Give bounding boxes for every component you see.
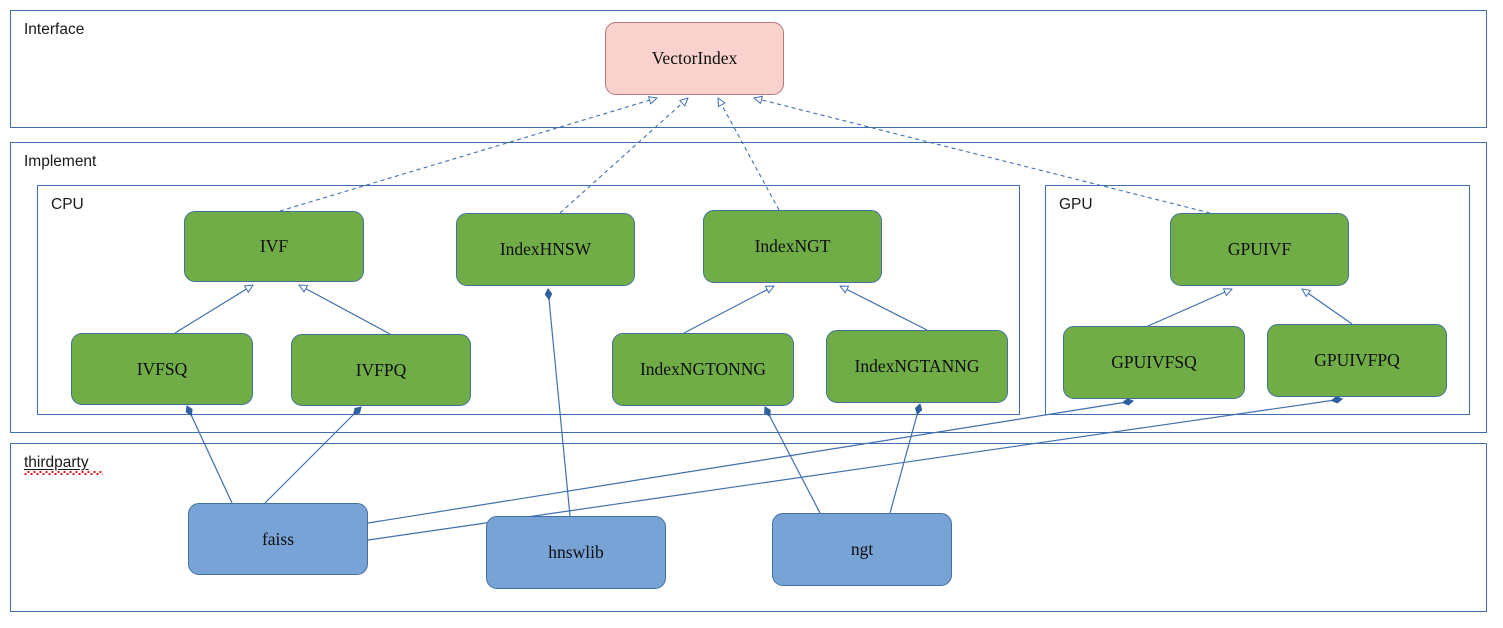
node-gpuivfpq[interactable]: GPUIVFPQ <box>1267 324 1447 397</box>
node-gpuivfsq[interactable]: GPUIVFSQ <box>1063 326 1245 399</box>
group-label-gpu: GPU <box>1059 196 1093 213</box>
node-gpuivf[interactable]: GPUIVF <box>1170 213 1349 286</box>
node-label: IndexHNSW <box>499 239 592 259</box>
node-hnswlib[interactable]: hnswlib <box>486 516 666 589</box>
group-label-thirdparty: thirdparty <box>24 454 89 471</box>
node-indexngt[interactable]: IndexNGT <box>703 210 882 283</box>
node-label: GPUIVF <box>1227 239 1292 259</box>
node-indexngtonng[interactable]: IndexNGTONNG <box>612 333 794 406</box>
group-label-implement: Implement <box>24 153 97 170</box>
node-label: IndexNGT <box>754 236 831 256</box>
node-faiss[interactable]: faiss <box>188 503 368 575</box>
node-label: IndexNGTONNG <box>639 359 767 379</box>
node-ngt[interactable]: ngt <box>772 513 952 586</box>
node-indexngtanng[interactable]: IndexNGTANNG <box>826 330 1008 403</box>
node-label: GPUIVFSQ <box>1111 352 1197 372</box>
node-label: IVFSQ <box>136 358 188 379</box>
spellcheck-underline-thirdparty <box>24 471 103 475</box>
node-ivfpq[interactable]: IVFPQ <box>291 334 471 406</box>
node-label: faiss <box>261 528 295 549</box>
group-label-interface: Interface <box>24 21 85 38</box>
node-label: VectorIndex <box>651 48 738 68</box>
node-ivfsq[interactable]: IVFSQ <box>71 333 253 405</box>
node-indexhnsw[interactable]: IndexHNSW <box>456 213 635 286</box>
group-label-cpu: CPU <box>51 196 84 213</box>
node-label: IndexNGTANNG <box>854 356 980 376</box>
node-label: hnswlib <box>548 542 604 562</box>
node-label: GPUIVFPQ <box>1314 350 1400 370</box>
node-ivf[interactable]: IVF <box>184 211 364 282</box>
node-label: IVFPQ <box>355 359 407 380</box>
node-label: IVF <box>259 236 289 256</box>
node-vectorindex[interactable]: VectorIndex <box>605 22 784 95</box>
node-label: ngt <box>850 539 874 559</box>
